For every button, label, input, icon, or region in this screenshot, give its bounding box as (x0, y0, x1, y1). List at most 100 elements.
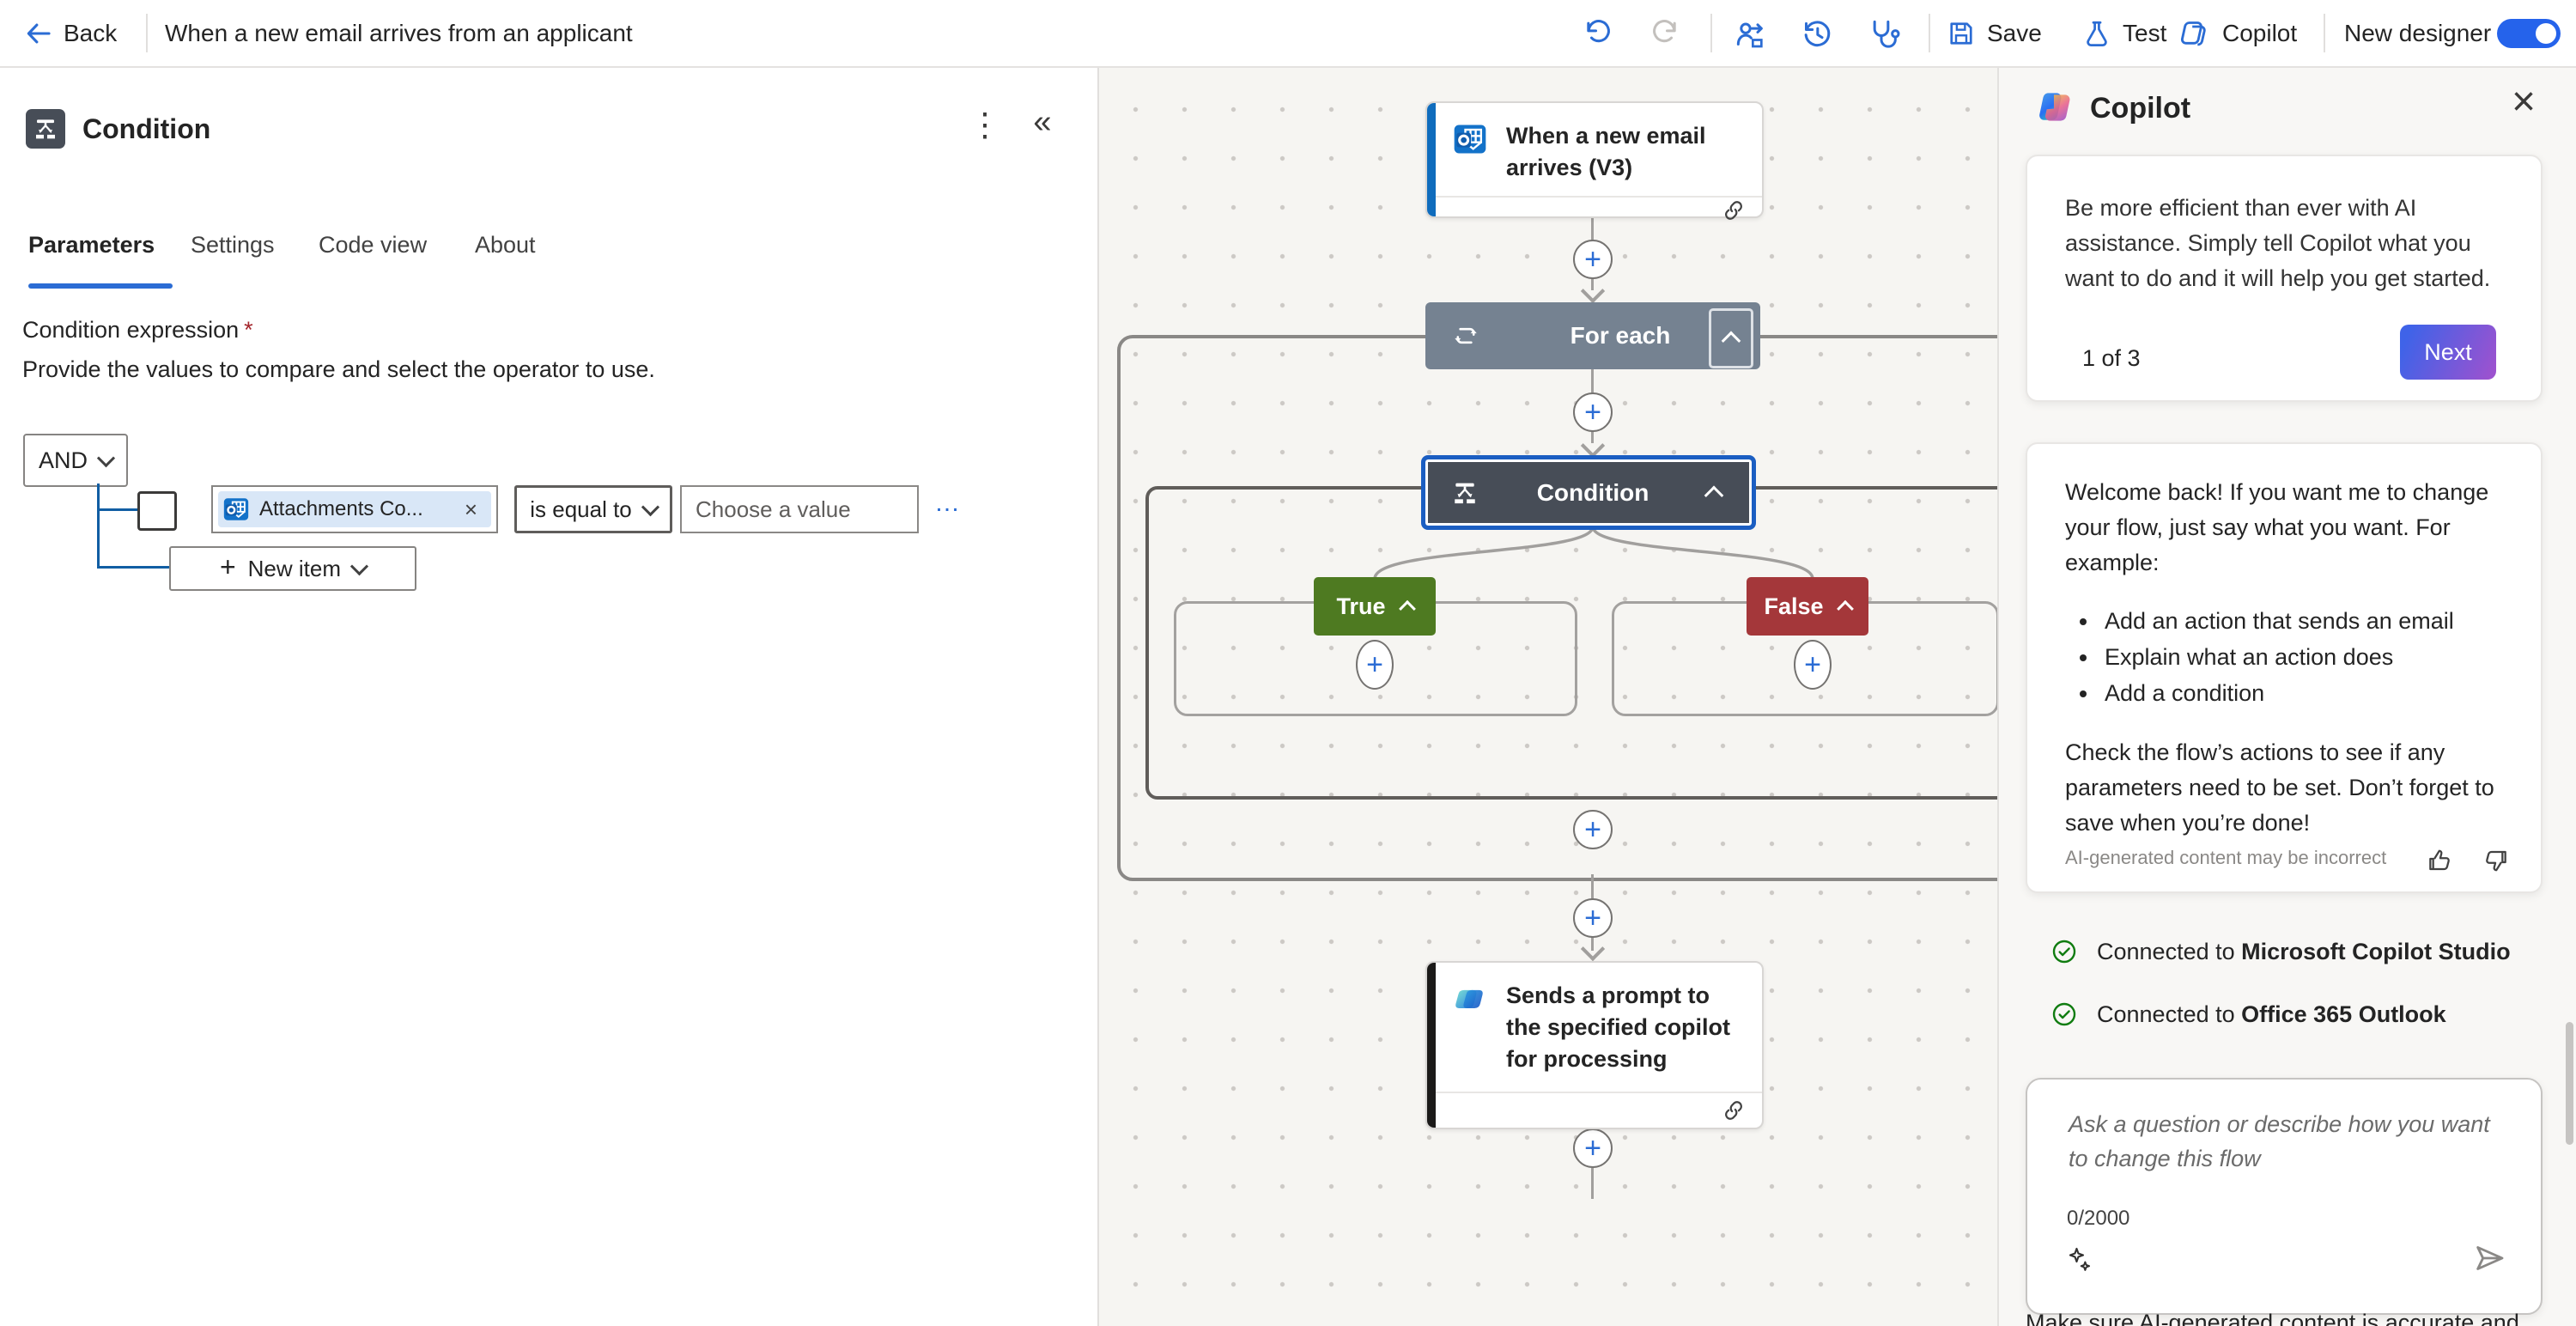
condition-node-selected[interactable]: Condition (1421, 455, 1756, 530)
foreach-node[interactable]: For each (1425, 302, 1760, 369)
outlook-icon (1451, 120, 1489, 158)
top-bar: Back When a new email arrives from an ap… (0, 0, 2576, 68)
divider (2324, 14, 2325, 52)
test-button[interactable]: Test (2081, 0, 2166, 66)
tree-connector (97, 484, 100, 569)
back-label: Back (64, 20, 117, 47)
action-accent-bar (1427, 963, 1436, 1128)
thumbs-down-icon[interactable] (2482, 847, 2510, 874)
copilot-chat-input[interactable] (2067, 1105, 2508, 1203)
plus-icon: + (1584, 396, 1601, 429)
insert-step-button[interactable]: + (1573, 1128, 1613, 1168)
sparkle-icon[interactable] (2065, 1244, 2094, 1274)
tab-parameters[interactable]: Parameters (28, 232, 155, 259)
check-text: Check the flow’s actions to see if any p… (2065, 735, 2503, 841)
connection-text: Connected to Office 365 Outlook (2097, 1001, 2446, 1028)
next-button[interactable]: Next (2400, 325, 2496, 380)
send-button[interactable] (2472, 1241, 2506, 1275)
redo-button[interactable] (1650, 0, 1683, 66)
branch-connectors (1097, 66, 1997, 1326)
foreach-loop-icon (1451, 321, 1480, 350)
new-item-button[interactable]: + New item (169, 546, 416, 591)
copilot-toolbar-button[interactable]: Copilot (2178, 0, 2297, 66)
foreach-collapse-button[interactable] (1709, 308, 1753, 368)
condition-operand-field[interactable]: Attachments Co... × (211, 485, 498, 533)
connector-line (1591, 1168, 1594, 1199)
add-action-false-button[interactable]: + (1794, 640, 1832, 690)
copilot-close-button[interactable]: × (2502, 78, 2545, 125)
link-icon[interactable] (1721, 1098, 1747, 1123)
add-action-true-button[interactable]: + (1356, 640, 1394, 690)
tab-code-view[interactable]: Code view (319, 232, 427, 259)
chevron-up-icon[interactable] (1704, 485, 1724, 505)
sends-prompt-node[interactable]: Sends a prompt to the specified copilot … (1425, 961, 1764, 1129)
back-arrow-icon (24, 19, 53, 48)
flow-canvas[interactable]: When a new email arrives (V3) + For each… (1097, 66, 1997, 1326)
tab-about[interactable]: About (475, 232, 536, 259)
insert-step-button[interactable]: + (1573, 898, 1613, 938)
chevron-down-icon (641, 498, 659, 516)
panel-collapse-button[interactable]: « (1024, 104, 1061, 141)
list-item: Add an action that sends an email (2099, 603, 2541, 639)
tree-connector (97, 566, 171, 569)
flow-history-button[interactable] (1800, 0, 1834, 66)
connector-line (1591, 369, 1594, 393)
panel-menu-button[interactable]: ⋮ (966, 106, 1004, 144)
send-a-copy-button[interactable] (1733, 0, 1767, 66)
dynamic-content-chip[interactable]: Attachments Co... × (218, 491, 491, 527)
condition-glyph-icon (33, 116, 58, 142)
connector-line (1591, 874, 1594, 899)
flow-checker-button[interactable] (1867, 0, 1901, 66)
copilot-footnote-clipped: Make sure AI-generated content is accura… (2026, 1310, 2549, 1326)
save-button[interactable]: Save (1946, 0, 2042, 66)
thumbs-up-icon[interactable] (2426, 847, 2453, 874)
list-item: Explain what an action does (2099, 639, 2541, 675)
active-tab-indicator (28, 283, 173, 289)
new-designer-toggle[interactable] (2497, 19, 2561, 48)
insert-step-button[interactable]: + (1573, 810, 1613, 849)
back-button[interactable]: Back (24, 0, 117, 66)
insert-step-button[interactable]: + (1573, 392, 1613, 432)
connection-name: Office 365 Outlook (2241, 1001, 2446, 1027)
send-copy-person-icon (1733, 16, 1767, 51)
copilot-chat-input-card: 0/2000 (2026, 1078, 2543, 1315)
ai-disclaimer: AI-generated content may be incorrect (2065, 847, 2386, 869)
save-floppy-icon (1946, 18, 1977, 49)
tab-settings[interactable]: Settings (191, 232, 275, 259)
link-icon[interactable] (1721, 198, 1747, 223)
row-checkbox[interactable] (137, 491, 177, 531)
plus-icon: + (1584, 902, 1601, 935)
test-label: Test (2123, 20, 2166, 47)
chip-remove-icon[interactable]: × (459, 496, 483, 523)
group-operator-dropdown[interactable]: AND (23, 434, 128, 487)
feedback-buttons (2426, 847, 2510, 874)
group-operator-value: AND (39, 447, 88, 474)
row-more-button[interactable]: … (934, 489, 963, 518)
copilot-panel-title: Copilot (2090, 92, 2190, 125)
copilot-toolbar-label: Copilot (2222, 20, 2297, 47)
chevron-up-icon (1399, 600, 1416, 617)
plus-icon: + (1584, 813, 1601, 847)
chevron-down-icon (350, 557, 368, 575)
operator-dropdown[interactable]: is equal to (514, 485, 672, 533)
true-branch-badge[interactable]: True (1314, 577, 1436, 636)
false-branch-badge[interactable]: False (1747, 577, 1868, 636)
insert-step-button[interactable]: + (1573, 240, 1613, 279)
value-field[interactable] (680, 485, 919, 533)
undo-button[interactable] (1580, 0, 1613, 66)
trigger-node-when-a-new-email-arrives[interactable]: When a new email arrives (V3) (1425, 101, 1764, 218)
undo-icon (1580, 17, 1613, 50)
connection-status-copilot-studio: Connected to Microsoft Copilot Studio (2050, 938, 2511, 965)
toggle-knob (2536, 23, 2556, 44)
section-title-text: Condition expression (22, 317, 239, 343)
value-input[interactable] (682, 487, 917, 532)
condition-glyph-icon (1451, 479, 1479, 507)
flow-title: When a new email arrives from an applica… (165, 0, 633, 66)
tip-pager: 1 of 3 (2082, 345, 2141, 372)
panel-scrollbar-thumb[interactable] (2566, 1022, 2573, 1145)
operator-value: is equal to (530, 496, 632, 523)
plus-icon: + (1366, 648, 1383, 682)
connected-prefix: Connected to (2097, 939, 2241, 964)
condition-label: Condition (1479, 479, 1707, 507)
